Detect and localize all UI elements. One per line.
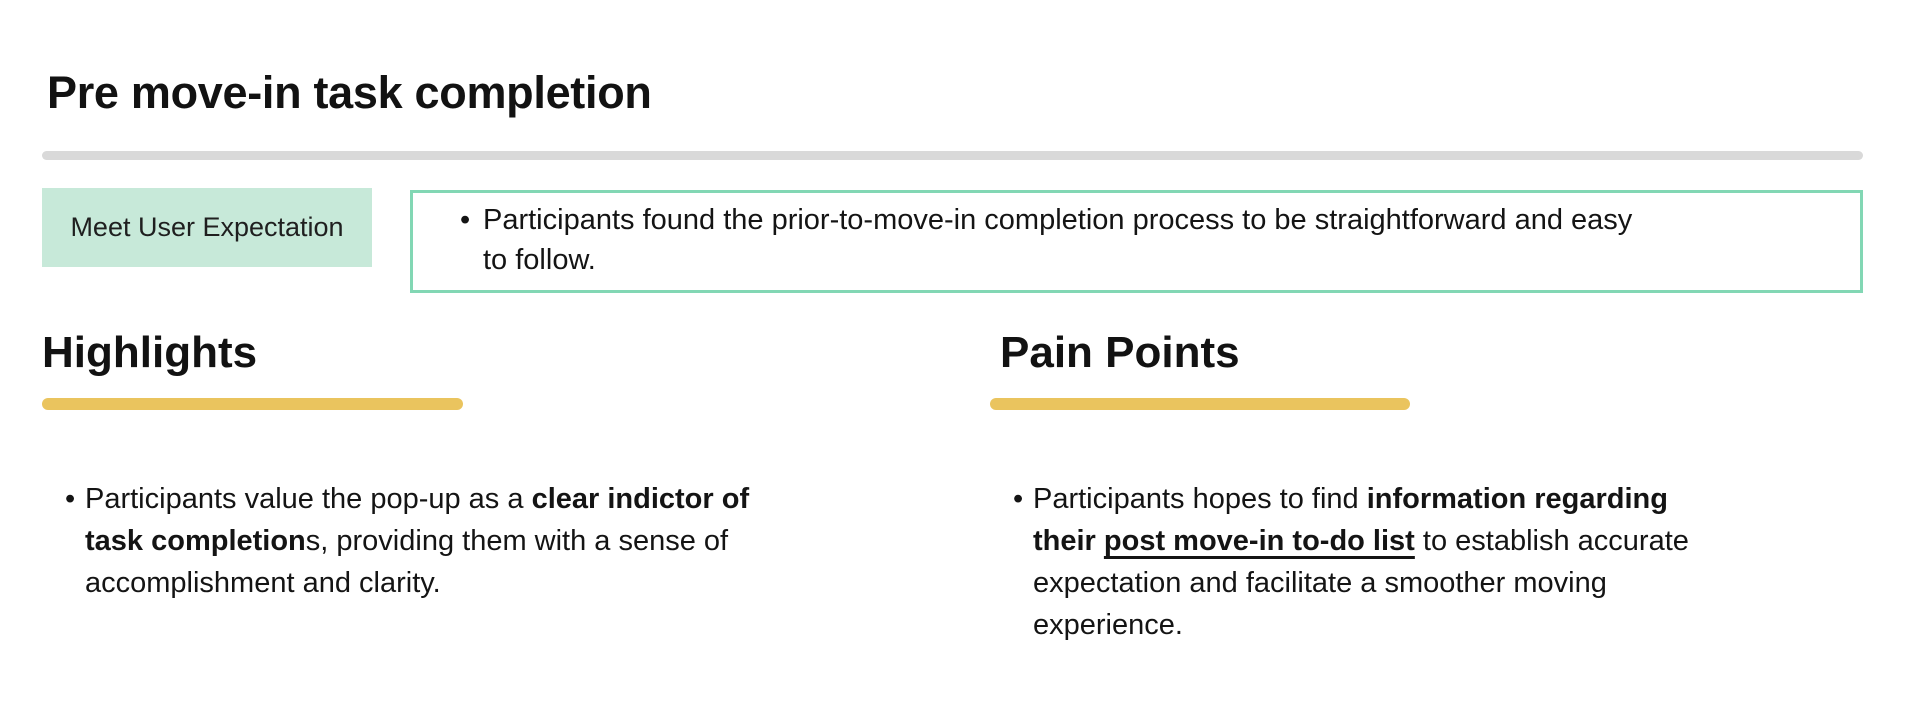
- pain-points-bullet-text: Participants hopes to find information r…: [1033, 483, 1689, 641]
- section-divider: [42, 151, 1863, 160]
- summary-tag: Meet User Expectation: [42, 188, 372, 267]
- column-pain-points: Pain Points • Participants hopes to find…: [990, 331, 1870, 646]
- highlights-bullet: • Participants value the pop-up as a cle…: [42, 478, 842, 604]
- heading-pain-points: Pain Points: [1000, 328, 1240, 377]
- heading-underline-bar: [42, 398, 463, 410]
- bullet-marker: •: [1013, 483, 1024, 515]
- heading-underline-bar: [990, 398, 1410, 410]
- highlights-bullet-text: Participants value the pop-up as a clear…: [85, 483, 750, 599]
- page-title: Pre move-in task completion: [47, 67, 652, 118]
- bullet-marker: •: [65, 483, 76, 515]
- heading-highlights: Highlights: [42, 328, 258, 377]
- summary-note-box: • Participants found the prior-to-move-i…: [410, 190, 1863, 293]
- summary-tag-label: Meet User Expectation: [70, 212, 344, 242]
- summary-note-text: Participants found the prior-to-move-in …: [483, 204, 1633, 276]
- pain-points-bullet: • Participants hopes to find information…: [990, 478, 1870, 646]
- column-highlights: Highlights • Participants value the pop-…: [42, 331, 842, 604]
- summary-note-bullet: • Participants found the prior-to-move-i…: [413, 193, 1860, 280]
- bullet-marker: •: [460, 204, 471, 236]
